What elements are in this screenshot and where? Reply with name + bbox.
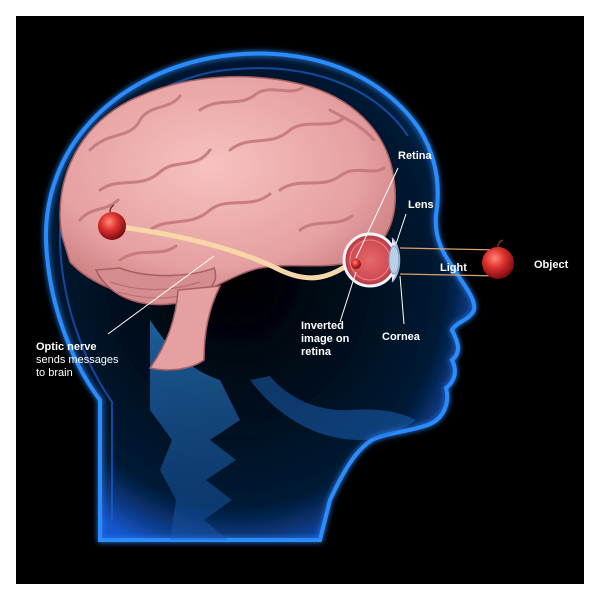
label-light: Light <box>440 262 467 274</box>
brain-folds <box>78 86 386 262</box>
retina-apple-icon <box>351 259 361 269</box>
label-lens: Lens <box>408 199 434 211</box>
brain-apple-icon <box>98 204 126 240</box>
label-retina: Retina <box>398 150 432 162</box>
neck-skeleton <box>150 320 240 540</box>
optic-nerve <box>109 223 355 281</box>
eyeball <box>342 232 401 288</box>
label-object: Object <box>534 259 569 271</box>
label-optic-nerve: Optic nerve sends messages to brain <box>36 341 119 379</box>
label-cornea: Cornea <box>382 331 420 343</box>
leader-lines <box>107 167 407 335</box>
brainstem <box>148 285 222 371</box>
jaw-skeleton <box>250 376 416 440</box>
optic-nerve-title: Optic nerve <box>36 341 97 353</box>
label-inverted-image: Inverted image on retina <box>301 320 350 358</box>
object-apple-icon <box>482 239 514 279</box>
